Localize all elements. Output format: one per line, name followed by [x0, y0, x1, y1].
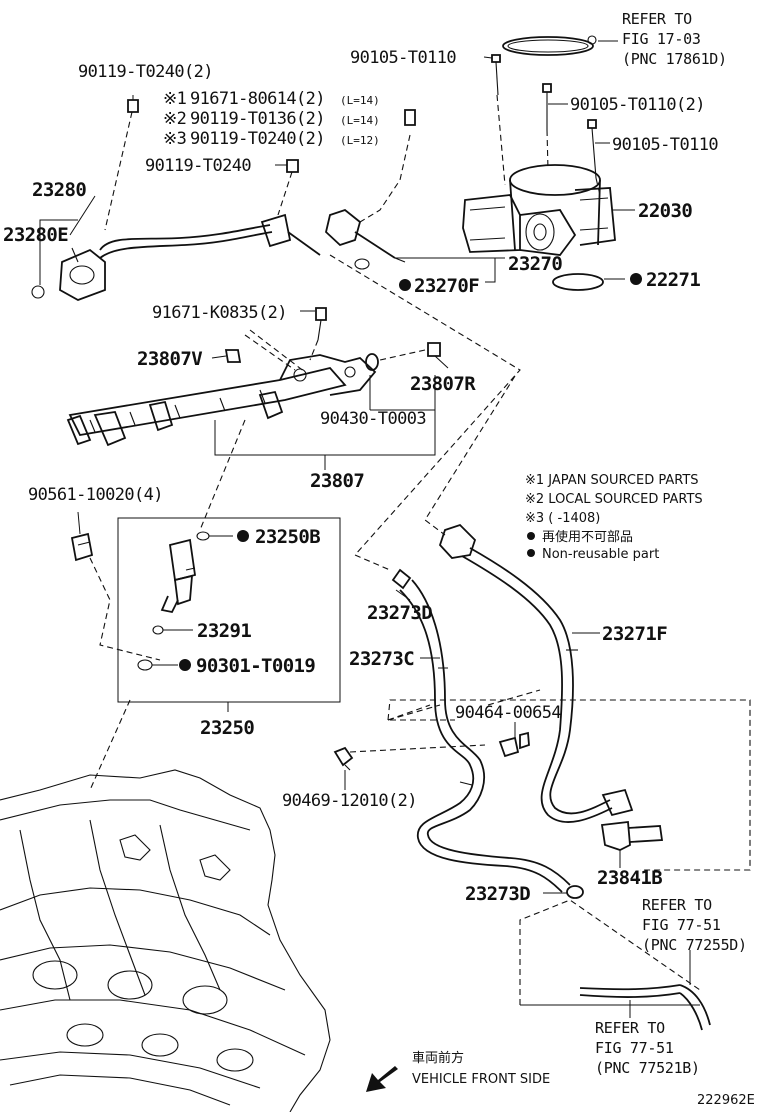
refer-7751b-line1: REFER TO: [595, 1019, 665, 1037]
label-23280E: 23280E: [3, 224, 68, 246]
label-90119-T0240-2: 90119-T0240(2): [78, 62, 213, 82]
hose-clamp-90464: [498, 731, 530, 758]
fuel-hose-23271F: [438, 523, 634, 823]
injector-23250: [117, 517, 341, 703]
label-90105-T0110-mid: 90105-T0110: [612, 135, 718, 155]
fuel-hose-23273C: [391, 568, 584, 899]
throttle-body-bolts: [491, 54, 601, 196]
label-90469-12010-2: 90469-12010(2): [282, 791, 417, 811]
label-90561-10020-4: 90561-10020(4): [28, 485, 163, 505]
label-23273D-bot: 23273D: [465, 883, 530, 905]
label-23270F: 23270F: [414, 275, 479, 297]
label-90464-00654: 90464-00654: [455, 703, 561, 723]
note1-part: 91671-80614(2): [190, 89, 325, 109]
direction-jp: 車両前方: [412, 1050, 464, 1066]
note1-mark: ※1: [163, 89, 187, 109]
refer-7751a-line2: FIG 77-51: [642, 916, 721, 934]
label-90105-T0110-top: 90105-T0110: [350, 48, 456, 68]
nonreusable-dot-icon: [399, 279, 411, 291]
label-91671-K0835-2: 91671-K0835(2): [152, 303, 287, 323]
label-22271: 22271: [646, 269, 700, 291]
label-90105-T0110-2: 90105-T0110(2): [570, 95, 705, 115]
hose-77521B: [579, 984, 681, 991]
fuel-hose-23270: [325, 109, 416, 270]
throttle-body-22030: [462, 164, 616, 256]
label-23807R: 23807R: [410, 373, 476, 395]
label-23807: 23807: [310, 470, 364, 492]
label-90119-T0240: 90119-T0240: [145, 156, 251, 176]
nonreusable-dot-icon: [237, 530, 249, 542]
refer-7751a-line3: (PNC 77255D): [642, 936, 747, 954]
engine-block-illustration: [0, 769, 331, 1113]
label-23250B: 23250B: [255, 526, 320, 548]
refer-17-line3: (PNC 17861D): [622, 50, 727, 68]
legend-line3: ※3 ( -1408): [525, 511, 600, 526]
label-23291: 23291: [197, 620, 251, 642]
legend-line2: ※2 LOCAL SOURCED PARTS: [525, 492, 703, 507]
label-23841B: 23841B: [597, 867, 662, 889]
label-23250: 23250: [200, 717, 254, 739]
refer-7751a-line1: REFER TO: [642, 896, 712, 914]
refer-17-line2: FIG 17-03: [622, 30, 701, 48]
nonreusable-dot-icon: [630, 273, 642, 285]
hose-clamp-90469: [333, 746, 354, 771]
vehicle-front-arrow-icon: [366, 1066, 398, 1092]
label-90301-T0019: 90301-T0019: [196, 655, 315, 677]
label-23280: 23280: [32, 179, 86, 201]
injector-clip-90561: [70, 532, 94, 562]
label-23273C: 23273C: [349, 648, 414, 670]
fuel-rail-23807: [66, 307, 441, 447]
label-23273D-top: 23273D: [367, 602, 432, 624]
label-23270: 23270: [508, 253, 562, 275]
figure-code: 222962E: [697, 1093, 755, 1108]
gasket-22271: [552, 273, 604, 291]
label-90430-T0003: 90430-T0003: [320, 409, 426, 429]
legend-dot-icon: [527, 532, 535, 540]
note3-len: (L=12): [340, 134, 380, 147]
refer-17-line1: REFER TO: [622, 10, 692, 28]
note2-len: (L=14): [340, 114, 380, 127]
label-22030: 22030: [638, 200, 692, 222]
legend-line5: Non-reusable part: [542, 547, 659, 562]
refer-7751b-line3: (PNC 77521B): [595, 1059, 700, 1077]
leader-lines: [39, 40, 691, 1018]
label-23271F: 23271F: [602, 623, 667, 645]
hose-clamp-ring: [502, 35, 597, 56]
clamp-23841B: [600, 820, 664, 851]
note1-len: (L=14): [340, 94, 380, 107]
nonreusable-dot-icon: [179, 659, 191, 671]
label-23807V: 23807V: [137, 348, 202, 370]
note2-part: 90119-T0136(2): [190, 109, 325, 129]
note2-mark: ※2: [163, 109, 186, 129]
legend-line4: 再使用不可部品: [542, 529, 633, 545]
pulsation-damper-23280: [31, 99, 321, 301]
refer-7751b-line2: FIG 77-51: [595, 1039, 674, 1057]
direction-en: VEHICLE FRONT SIDE: [412, 1072, 550, 1087]
legend-dot-icon: [527, 549, 535, 557]
legend-line1: ※1 JAPAN SOURCED PARTS: [525, 473, 699, 488]
note3-mark: ※3: [163, 129, 186, 149]
note3-part: 90119-T0240(2): [190, 129, 325, 149]
